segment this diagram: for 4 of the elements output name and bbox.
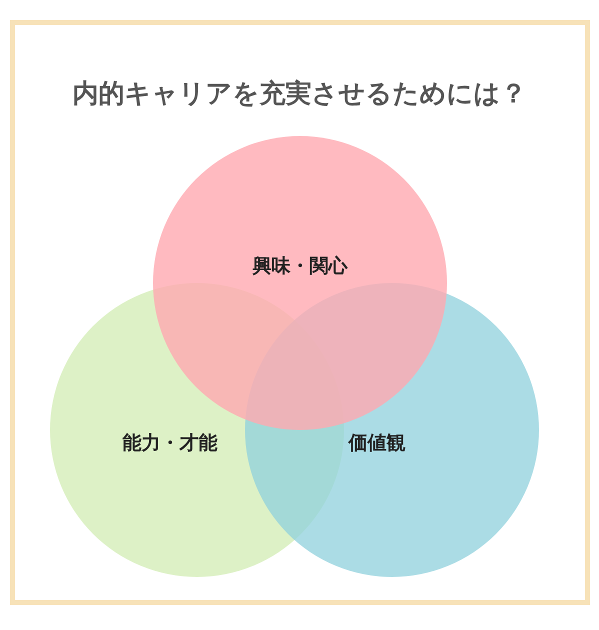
circle-label: 興味・関心 (252, 254, 348, 279)
circle-label: 価値観 (348, 431, 406, 456)
title: 内的キャリアを充実させるためには？ (72, 78, 528, 111)
circle-label: 能力・才能 (122, 431, 218, 456)
